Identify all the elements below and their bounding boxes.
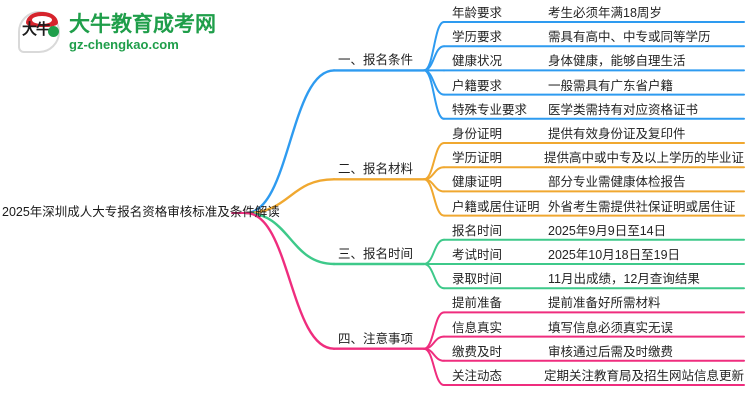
- mindmap-branch-label-4[interactable]: 四、注意事项: [338, 331, 414, 346]
- mindmap-subitem-value[interactable]: 填写信息必须真实无误: [548, 320, 674, 335]
- mindmap-root-node: 2025年深圳成人大专报名资格审核标准及条件解读: [2, 205, 280, 219]
- mindmap-subitem-key[interactable]: 健康状况: [452, 54, 503, 69]
- mindmap-subitem-key[interactable]: 报名时间: [452, 223, 503, 238]
- site-logo: 大牛 大牛教育成考网 gz-chengkao.com: [18, 8, 233, 58]
- logo-title: 大牛教育成考网: [69, 13, 216, 36]
- logo-emblem-icon: 大牛: [18, 11, 62, 55]
- logo-domain: gz-chengkao.com: [69, 37, 179, 52]
- mindmap-subitem-value[interactable]: 提供高中或中专及以上学历的毕业证: [544, 151, 745, 166]
- mindmap-subitem-key[interactable]: 健康证明: [452, 175, 503, 190]
- mindmap-subitem-value[interactable]: 定期关注教育局及招生网站信息更新: [544, 369, 745, 383]
- mindmap-subitem-value[interactable]: 需具有高中、中专或同等学历: [548, 30, 711, 45]
- mindmap-subitem-value[interactable]: 部分专业需健康体检报告: [548, 175, 686, 190]
- mindmap-subitem-key[interactable]: 学历证明: [452, 151, 503, 166]
- mindmap-subitem-value[interactable]: 身体健康，能够自理生活: [548, 54, 686, 69]
- mindmap-subitem-key[interactable]: 学历要求: [452, 30, 503, 45]
- mindmap-subitem-value[interactable]: 11月出成绩，12月查询结果: [548, 272, 700, 287]
- mindmap-subitem-key[interactable]: 特殊专业要求: [452, 102, 528, 117]
- mindmap-branch-label-3[interactable]: 三、报名时间: [338, 247, 414, 261]
- mindmap-branch-label-2[interactable]: 二、报名材料: [338, 162, 414, 177]
- mindmap-subitem-key[interactable]: 考试时间: [452, 248, 503, 262]
- mindmap-subitem-value[interactable]: 医学类需持有对应资格证书: [548, 102, 699, 117]
- mindmap-subitem-value[interactable]: 2025年10月18日至19日: [548, 248, 681, 262]
- mindmap-subitem-key[interactable]: 录取时间: [452, 272, 503, 287]
- mindmap-subitem-key[interactable]: 缴费及时: [452, 344, 503, 359]
- mindmap-subitem-key[interactable]: 关注动态: [452, 369, 503, 383]
- mindmap-subitem-value[interactable]: 考生必须年满18周岁: [548, 6, 662, 20]
- mindmap-subitem-key[interactable]: 户籍或居住证明: [452, 199, 540, 214]
- mindmap-subitem-value[interactable]: 提前准备好所需材料: [548, 296, 661, 311]
- mindmap-subitem-value[interactable]: 外省考生需提供社保证明或居住证: [548, 199, 736, 214]
- mindmap-subitem-key[interactable]: 提前准备: [452, 296, 503, 311]
- mindmap-subitem-value[interactable]: 审核通过后需及时缴费: [548, 344, 674, 359]
- logo-wordmark: 大牛教育成考网 gz-chengkao.com: [69, 13, 216, 53]
- logo-swoosh-inner-shape: [32, 16, 52, 24]
- mindmap-subitem-value[interactable]: 提供有效身份证及复印件: [548, 127, 686, 141]
- mindmap-subitem-key[interactable]: 户籍要求: [452, 78, 503, 93]
- mindmap-branch-label-1[interactable]: 一、报名条件: [338, 53, 414, 68]
- logo-green-dot-icon: [48, 26, 59, 37]
- mindmap-subitem-key[interactable]: 年龄要求: [452, 6, 503, 20]
- logo-mark-text: 大牛: [21, 21, 51, 38]
- mindmap-subitem-value[interactable]: 一般需具有广东省户籍: [548, 78, 674, 93]
- mindmap-subitem-value[interactable]: 2025年9月9日至14日: [548, 223, 667, 238]
- mindmap-subitem-key[interactable]: 信息真实: [452, 320, 503, 335]
- mindmap-subitem-key[interactable]: 身份证明: [452, 127, 503, 141]
